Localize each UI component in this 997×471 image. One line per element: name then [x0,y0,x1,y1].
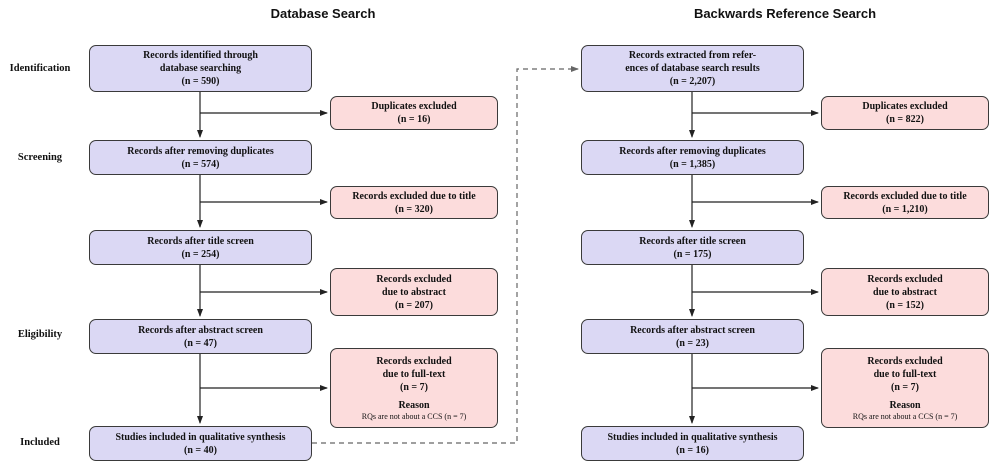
box-text-line: Records after abstract screen [630,324,755,336]
brs-abstract-excluded-box: Records excluded due to abstract (n = 15… [821,268,989,316]
reason-text: RQs are not about a CCS (n = 7) [852,411,958,421]
column-title-database-search: Database Search [270,6,376,21]
db-after-title-screen-box: Records after title screen (n = 254) [89,230,312,265]
stage-label-screening: Screening [17,152,63,163]
box-count: (n = 590) [181,76,220,87]
box-count: (n = 320) [395,203,433,215]
box-text-line: Studies included in qualitative synthesi… [607,431,778,443]
reason-label: Reason [398,399,430,411]
box-text-line: Records excluded due to title [352,190,476,202]
box-count: (n = 16) [397,114,431,125]
box-text-line: due to abstract [873,286,937,298]
box-count: (n = 822) [886,114,924,125]
box-count: (n = 574) [181,158,220,170]
box-text-line: Duplicates excluded [862,101,948,112]
box-text-line: Records excluded [867,355,943,367]
brs-after-duplicates-box: Records after removing duplicates (n = 1… [581,140,804,175]
box-text-line: Records after title screen [639,235,746,247]
box-text-line: Records extracted from refer- [628,50,757,61]
box-text-line: Records after abstract screen [138,324,263,336]
db-abstract-excluded-box: Records excluded due to abstract (n = 20… [330,268,498,316]
box-text-line: Studies included in qualitative synthesi… [115,431,286,443]
box-count: (n = 7) [891,381,919,393]
box-text-line: due to full-text [873,368,937,380]
box-text-line: Records identified through [143,50,258,61]
db-records-identified-box: Records identified through database sear… [89,45,312,92]
box-count: (n = 40) [184,444,217,456]
brs-duplicates-excluded-box: Duplicates excluded (n = 822) [821,96,989,130]
box-count: (n = 2,207) [669,76,716,87]
box-text-line: database searching [159,63,242,74]
box-text-line: due to full-text [382,368,446,380]
box-count: (n = 1,385) [669,158,716,170]
box-count: (n = 254) [181,248,220,260]
box-text-line: Records excluded due to title [843,190,967,202]
box-text-line: Records excluded [376,273,452,285]
db-after-abstract-screen-box: Records after abstract screen (n = 47) [89,319,312,354]
brs-after-title-screen-box: Records after title screen (n = 175) [581,230,804,265]
brs-studies-included-box: Studies included in qualitative synthesi… [581,426,804,461]
box-text-line: due to abstract [382,286,446,298]
stage-label-included: Included [20,437,60,448]
db-title-excluded-box: Records excluded due to title (n = 320) [330,186,498,219]
db-studies-included-box: Studies included in qualitative synthesi… [89,426,312,461]
box-count: (n = 207) [395,299,433,311]
box-text-line: Records after title screen [147,235,254,247]
db-fulltext-excluded-box: Records excluded due to full-text (n = 7… [330,348,498,428]
box-text-line: Records excluded [867,273,943,285]
box-count: (n = 1,210) [882,203,928,215]
box-text-line: ences of database search results [625,63,760,74]
box-count: (n = 23) [676,337,709,349]
box-count: (n = 16) [676,444,709,456]
box-count: (n = 7) [400,381,428,393]
box-count: (n = 152) [886,299,924,311]
box-text-line: Records after removing duplicates [619,145,766,157]
box-text-line: Records after removing duplicates [127,145,274,157]
box-text-line: Records excluded [376,355,452,367]
db-after-duplicates-box: Records after removing duplicates (n = 5… [89,140,312,175]
stage-label-identification: Identification [9,63,71,74]
box-text-line: Duplicates excluded [371,101,457,112]
box-count: (n = 47) [184,337,217,349]
brs-after-abstract-screen-box: Records after abstract screen (n = 23) [581,319,804,354]
brs-title-excluded-box: Records excluded due to title (n = 1,210… [821,186,989,219]
column-title-backwards-reference-search: Backwards Reference Search [693,6,877,21]
brs-records-extracted-box: Records extracted from refer- ences of d… [581,45,804,92]
brs-fulltext-excluded-box: Records excluded due to full-text (n = 7… [821,348,989,428]
db-duplicates-excluded-box: Duplicates excluded (n = 16) [330,96,498,130]
stage-label-eligibility: Eligibility [17,329,63,340]
box-count: (n = 175) [673,248,712,260]
reason-text: RQs are not about a CCS (n = 7) [361,411,467,421]
reason-label: Reason [889,399,921,411]
